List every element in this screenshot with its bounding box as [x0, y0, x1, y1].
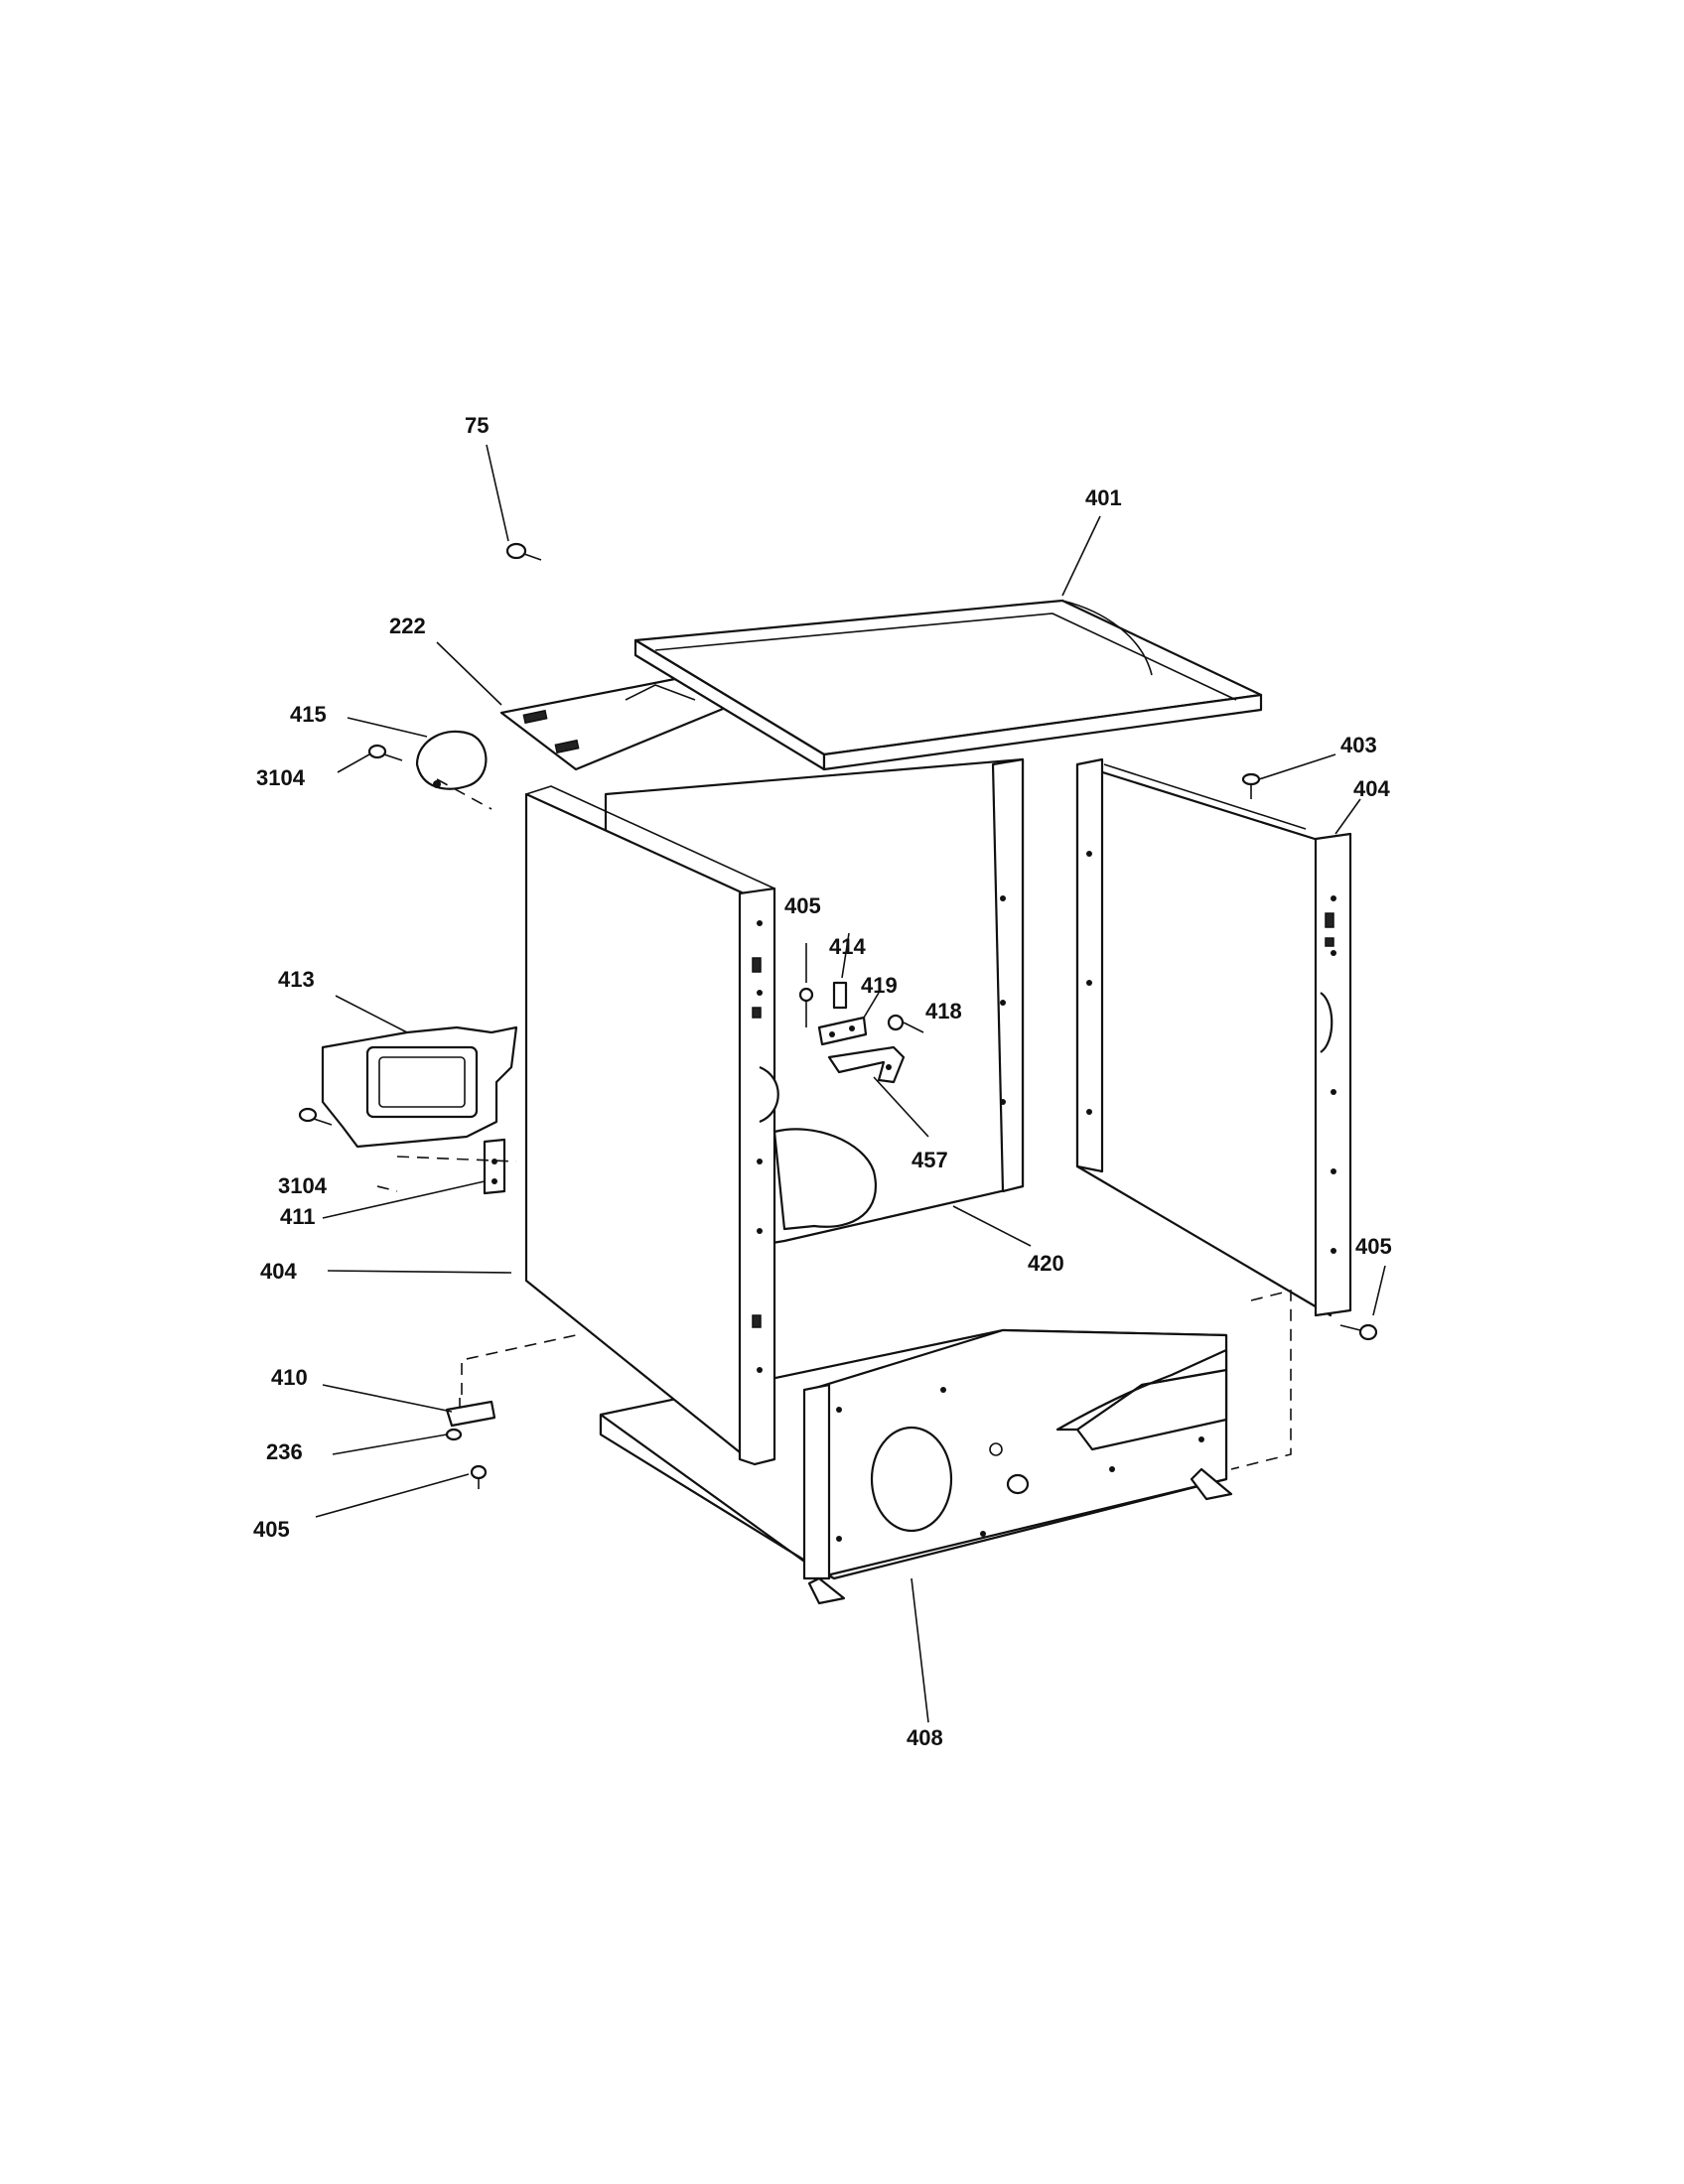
screw-405-bottom — [470, 1464, 488, 1489]
callout-419: 419 — [861, 973, 898, 998]
callout-3104-top: 3104 — [256, 765, 306, 790]
top-panel — [633, 599, 1263, 771]
screw-75 — [505, 542, 542, 561]
part-418 — [887, 1014, 905, 1031]
callout-236: 236 — [266, 1439, 303, 1464]
callout-75: 75 — [465, 413, 489, 438]
washer-236 — [445, 1428, 463, 1441]
screw-3104-mid — [298, 1107, 333, 1126]
screw-405-right — [1339, 1323, 1378, 1341]
callout-413: 413 — [278, 967, 315, 992]
access-cover-415 — [415, 730, 488, 790]
panel-413 — [321, 1025, 518, 1149]
screw-3104-top — [367, 744, 403, 761]
callout-404-right: 404 — [1353, 776, 1390, 801]
callout-410: 410 — [271, 1365, 308, 1390]
left-side-panel — [524, 785, 779, 1466]
callout-418: 418 — [925, 999, 962, 1024]
screw-403 — [1241, 772, 1261, 799]
part-414 — [832, 981, 848, 1010]
bracket-457 — [827, 1045, 906, 1084]
callout-405-center: 405 — [784, 893, 821, 918]
callout-411: 411 — [280, 1204, 316, 1229]
callout-404-left: 404 — [260, 1259, 297, 1284]
leader-lines — [315, 444, 1386, 1723]
right-side-panel — [1075, 757, 1352, 1317]
callout-457: 457 — [912, 1148, 948, 1172]
callout-420: 420 — [1028, 1251, 1064, 1276]
callout-3104-mid: 3104 — [278, 1173, 328, 1198]
foot-410 — [445, 1398, 496, 1428]
callout-401: 401 — [1085, 485, 1122, 510]
callout-405-right: 405 — [1355, 1234, 1392, 1259]
screw-405-center — [798, 987, 814, 1027]
callout-405-bottom: 405 — [253, 1517, 290, 1542]
callout-414: 414 — [829, 934, 866, 959]
callout-222: 222 — [389, 614, 426, 638]
alignment-lines — [376, 778, 1292, 1470]
part-411 — [483, 1138, 506, 1195]
callout-403: 403 — [1340, 733, 1377, 757]
callout-408: 408 — [907, 1725, 943, 1750]
part-419 — [817, 1016, 868, 1046]
callout-415: 415 — [290, 702, 327, 727]
callout-labels: 75 401 222 415 3104 403 404 405 414 419 … — [253, 413, 1392, 1750]
